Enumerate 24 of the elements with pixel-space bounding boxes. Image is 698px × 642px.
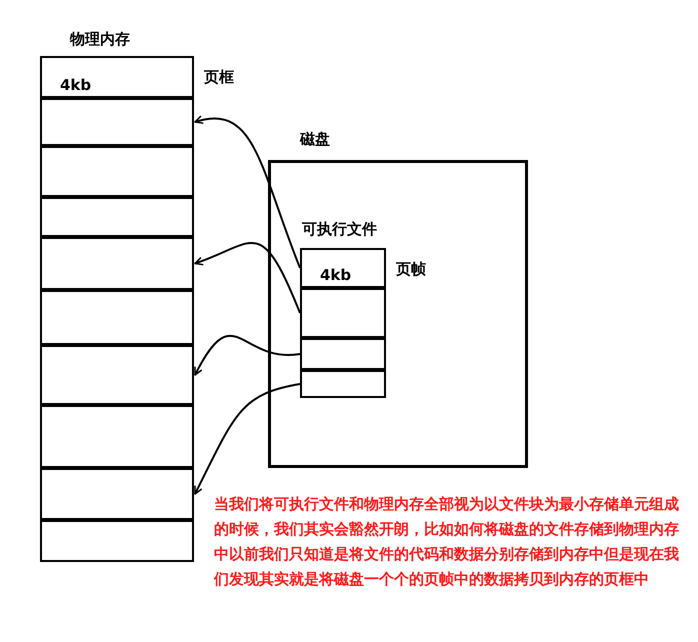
memory-slot [40, 405, 194, 468]
arrow [194, 242, 301, 314]
memory-slot [40, 468, 194, 520]
file-slot: 4kb [300, 248, 386, 288]
memory-slot [40, 520, 194, 562]
caption-text: 当我们将可执行文件和物理内存全部视为以文件块为最小存储单元组成的时候，我们其实会豁然开朗，比如如何将磁盘的文件存储到物理内存中以前我们只知道是将文件的代码和数据分别存储到内存中但是现在我们发现其实就是将磁盘一个个的页帧中的数据拷贝到内存的页框中 [214, 494, 680, 590]
file-slot [300, 370, 386, 398]
file-slot [300, 288, 386, 338]
column-title: 物理内存 [70, 30, 130, 49]
arrow [194, 383, 300, 495]
slot-label: 页框 [204, 68, 234, 87]
memory-slot [40, 98, 194, 146]
file-title: 可执行文件 [302, 220, 377, 239]
memory-slot [40, 197, 194, 237]
disk-title: 磁盘 [300, 130, 330, 149]
arrow [194, 116, 301, 268]
memory-slot: 4kb [40, 56, 194, 98]
memory-slot [40, 237, 194, 290]
memory-slot [40, 146, 194, 197]
memory-slot [40, 290, 194, 345]
file-slot [300, 338, 386, 370]
memory-slot [40, 345, 194, 405]
slot-label: 页帧 [396, 260, 426, 279]
arrow [194, 335, 300, 376]
